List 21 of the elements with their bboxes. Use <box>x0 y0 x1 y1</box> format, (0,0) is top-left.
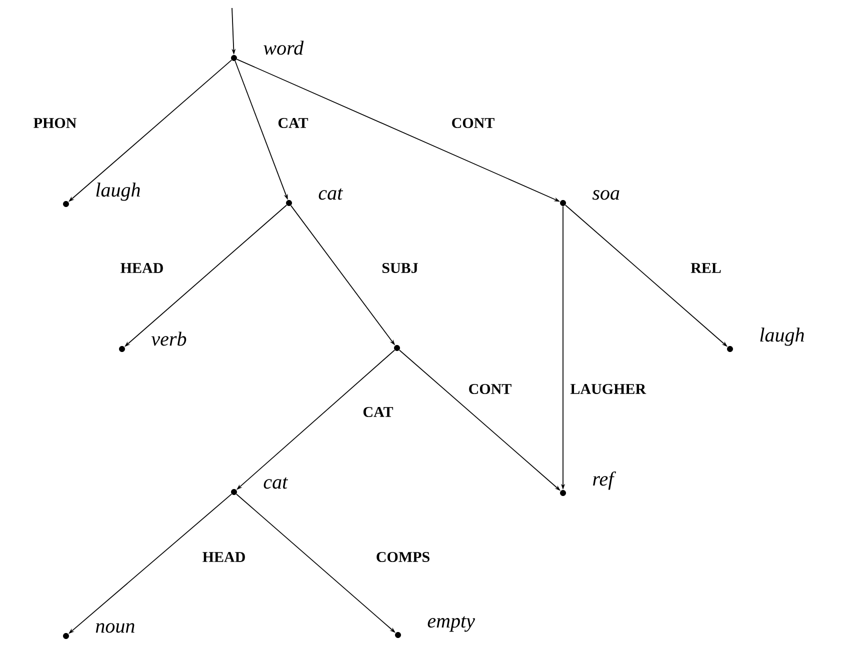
edge-label: CAT <box>363 406 394 418</box>
edge-label: REL <box>690 263 721 273</box>
edge-label: HEAD <box>202 552 245 562</box>
type-label: soa <box>592 190 620 200</box>
edge-label: SUBJ <box>382 262 418 274</box>
type-label: ref <box>593 471 616 490</box>
type-label: laugh <box>760 328 804 346</box>
type-label: cat <box>264 477 288 489</box>
type-label: word <box>264 40 304 55</box>
edge-label: CAT <box>278 118 308 128</box>
edge-label: PHON <box>34 118 76 128</box>
type-label: laugh <box>96 182 140 201</box>
type-label: verb <box>151 332 186 346</box>
edge-label: LAUGHER <box>570 384 646 394</box>
type-label: empty <box>428 616 475 632</box>
edge-label: COMPS <box>376 552 430 562</box>
type-label: noun <box>96 623 134 633</box>
edge-label: CONT <box>452 118 494 128</box>
edge-label: CONT <box>469 384 512 394</box>
edge-label: HEAD <box>120 263 163 273</box>
type-label: cat <box>318 188 344 200</box>
